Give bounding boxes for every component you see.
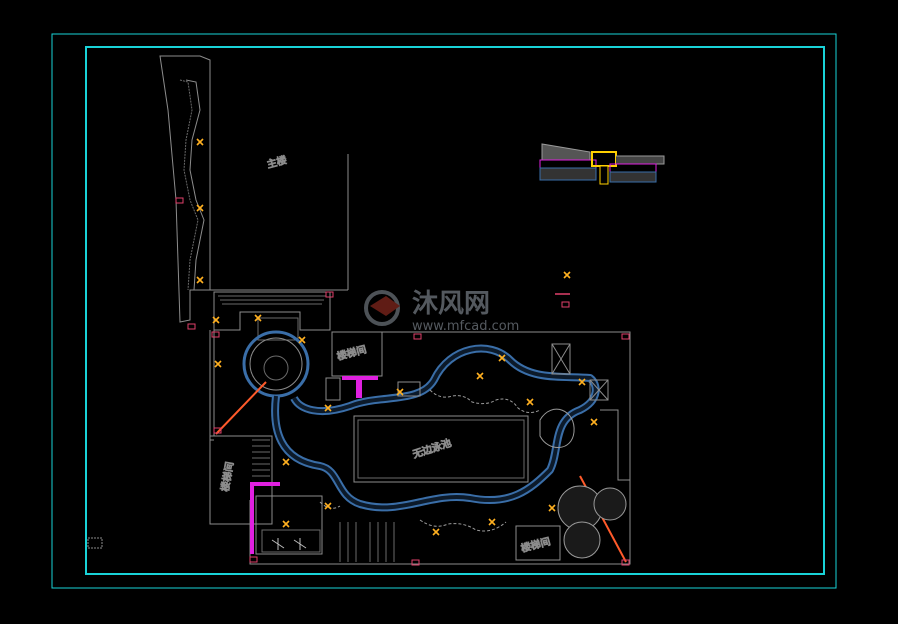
watermark-logo-icon	[364, 290, 400, 326]
magenta-walls	[250, 376, 378, 554]
corner-marker	[87, 537, 103, 549]
lamp-icon	[196, 204, 204, 212]
legend	[555, 271, 571, 308]
winding-path	[271, 344, 600, 512]
lamp-icon	[324, 502, 332, 510]
tree-icon	[563, 521, 601, 559]
watermark: 沐风网 www.mfcad.com	[364, 289, 519, 334]
watermark-cn: 沐风网	[412, 289, 490, 319]
main-building-label: 主楼	[265, 153, 288, 171]
entry-area	[209, 291, 331, 441]
planting	[271, 389, 627, 559]
stair-left-label: 楼梯间	[218, 461, 236, 493]
small-structures	[325, 343, 609, 401]
watermark-en: www.mfcad.com	[412, 319, 519, 334]
legend-marker-icon	[563, 271, 571, 279]
tree-icon	[593, 487, 627, 521]
lamp-icon	[578, 378, 586, 386]
lamp-icon	[212, 316, 220, 324]
stair-bottom-label: 楼梯间	[519, 535, 551, 555]
lamp-icon	[476, 372, 484, 380]
stair-bottom: 楼梯间	[515, 525, 561, 561]
red-markers	[175, 197, 630, 566]
lamp-icon	[324, 404, 332, 412]
stair-left: 楼梯间	[209, 435, 273, 525]
lamp-icon	[526, 398, 534, 406]
lamp-icon	[432, 528, 440, 536]
lamp-icon	[282, 458, 290, 466]
lamp-icon	[282, 520, 290, 528]
lamp-icon	[298, 336, 306, 344]
lamp-icon	[548, 504, 556, 512]
lamp-icon	[196, 276, 204, 284]
pool-label: 无边泳池	[411, 436, 453, 461]
round-plaza	[242, 330, 310, 398]
lamp-icon	[254, 314, 262, 322]
stair-top: 楼梯间	[331, 331, 383, 377]
lamp-icon	[488, 518, 496, 526]
legend-box	[561, 301, 570, 308]
lamp-icon	[590, 418, 598, 426]
main-building: 主楼	[159, 55, 349, 323]
lamp-icon	[196, 138, 204, 146]
stair-top-label: 楼梯间	[335, 343, 367, 363]
outer-frame	[51, 33, 837, 589]
lamp-icon	[498, 354, 506, 362]
inner-frame	[85, 46, 825, 575]
lamps	[196, 138, 598, 536]
section-detail	[539, 143, 665, 185]
pool: 无边泳池	[353, 415, 529, 483]
bottom-left-planter	[255, 495, 395, 562]
lamp-icon	[214, 360, 222, 368]
lamp-icon	[396, 388, 404, 396]
